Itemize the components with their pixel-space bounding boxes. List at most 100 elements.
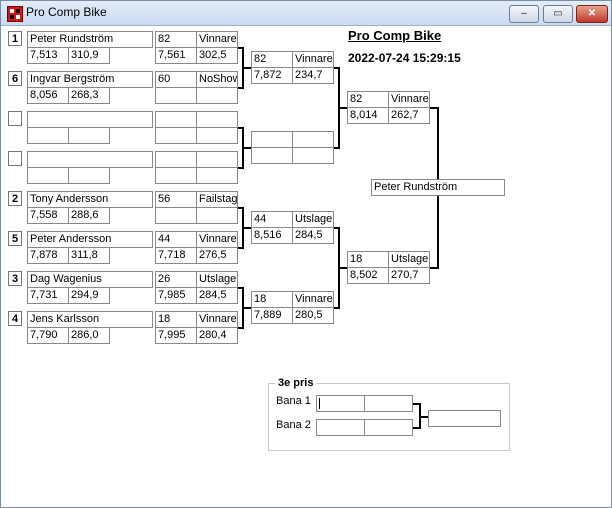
et-input[interactable]: 7,872 [251,67,293,84]
connector [238,287,244,289]
champion-field[interactable]: Peter Rundström [371,179,505,196]
speed2-input[interactable]: 302,5 [196,47,238,64]
connector [334,147,340,149]
result-input[interactable]: Vinnare [388,91,430,108]
lane-2-result-input[interactable] [364,419,413,436]
result-input[interactable]: Vinnare [292,291,334,308]
result-input[interactable]: Utslagen [196,271,238,288]
third-place-winner-field[interactable] [428,410,501,427]
seed-number: 3 [8,271,22,286]
speed-input[interactable]: 288,6 [68,207,110,224]
rt-input[interactable]: 44 [251,211,293,228]
speed-input[interactable] [68,167,110,184]
speed-input[interactable]: 280,5 [292,307,334,324]
driver-name-input[interactable]: Peter Andersson [27,231,153,248]
connector [437,107,439,179]
speed-input[interactable]: 234,7 [292,67,334,84]
minimize-button[interactable]: – [509,5,539,23]
rt-input[interactable]: 18 [155,311,197,328]
et-input[interactable]: 7,889 [251,307,293,324]
et-input[interactable]: 7,878 [27,247,69,264]
et-input[interactable] [251,147,293,164]
driver-name-input[interactable]: Jens Karlsson [27,311,153,328]
rt-input[interactable]: 60 [155,71,197,88]
speed-input[interactable] [68,127,110,144]
speed2-input[interactable]: 276,5 [196,247,238,264]
speed-input[interactable]: 286,0 [68,327,110,344]
rt2-input[interactable] [155,167,197,184]
result-input[interactable]: Vinnare [292,51,334,68]
result-input[interactable]: Vinnare [196,231,238,248]
result-input[interactable]: Vinnare [196,311,238,328]
result-input[interactable]: NoShow [196,71,238,88]
speed-input[interactable]: 270,7 [388,267,430,284]
lane-2-rt-input[interactable] [316,419,365,436]
rt2-input[interactable]: 7,985 [155,287,197,304]
maximize-button[interactable]: ▭ [543,5,573,23]
et-input[interactable]: 7,558 [27,207,69,224]
rt-input[interactable] [251,131,293,148]
rt-input[interactable]: 82 [155,31,197,48]
driver-name-input[interactable] [27,111,153,128]
speed-input[interactable]: 284,5 [292,227,334,244]
et-input[interactable]: 8,502 [347,267,389,284]
connector [413,403,421,405]
rt-input[interactable]: 18 [347,251,389,268]
rt2-input[interactable] [155,127,197,144]
title-bar[interactable]: Pro Comp Bike – ▭ ✕ [1,1,611,26]
connector [334,227,340,229]
speed2-input[interactable] [196,207,238,224]
driver-name-input[interactable]: Peter Rundström [27,31,153,48]
result-input[interactable]: Failstage [196,191,238,208]
rt2-input[interactable]: 7,561 [155,47,197,64]
et-input[interactable]: 7,731 [27,287,69,304]
bracket-title: Pro Comp Bike [348,28,442,43]
connector [242,227,251,229]
rt-input[interactable]: 56 [155,191,197,208]
rt-input[interactable]: 26 [155,271,197,288]
connector [242,147,251,149]
speed-input[interactable]: 310,9 [68,47,110,64]
lane-1-result-input[interactable] [364,395,413,412]
result-input[interactable] [292,131,334,148]
speed2-input[interactable] [196,167,238,184]
et-input[interactable]: 7,513 [27,47,69,64]
speed2-input[interactable] [196,87,238,104]
et-input[interactable]: 8,014 [347,107,389,124]
driver-name-input[interactable]: Ingvar Bergström [27,71,153,88]
speed-input[interactable]: 311,8 [68,247,110,264]
rt-input[interactable]: 82 [251,51,293,68]
driver-name-input[interactable]: Dag Wagenius [27,271,153,288]
et-input[interactable] [27,167,69,184]
rt2-input[interactable] [155,87,197,104]
rt2-input[interactable]: 7,995 [155,327,197,344]
speed-input[interactable]: 268,3 [68,87,110,104]
speed2-input[interactable] [196,127,238,144]
lane-1-rt-input[interactable] [316,395,365,412]
result-input[interactable] [196,111,238,128]
result-input[interactable]: Vinnare [196,31,238,48]
rt-input[interactable] [155,111,197,128]
et-input[interactable]: 8,056 [27,87,69,104]
speed-input[interactable]: 262,7 [388,107,430,124]
rt2-input[interactable] [155,207,197,224]
result-input[interactable] [196,151,238,168]
et-input[interactable]: 8,516 [251,227,293,244]
driver-name-input[interactable] [27,151,153,168]
result-input[interactable]: Utslagen [292,211,334,228]
speed-input[interactable]: 294,9 [68,287,110,304]
rt-input[interactable]: 18 [251,291,293,308]
rt-input[interactable]: 44 [155,231,197,248]
speed2-input[interactable]: 284,5 [196,287,238,304]
driver-name-input[interactable]: Tony Andersson [27,191,153,208]
rt2-input[interactable]: 7,718 [155,247,197,264]
et-input[interactable] [27,127,69,144]
close-button[interactable]: ✕ [576,5,608,23]
rt-input[interactable] [155,151,197,168]
et-input[interactable]: 7,790 [27,327,69,344]
rt-input[interactable]: 82 [347,91,389,108]
speed-input[interactable] [292,147,334,164]
text-cursor [319,398,320,409]
result-input[interactable]: Utslagen [388,251,430,268]
speed2-input[interactable]: 280,4 [196,327,238,344]
